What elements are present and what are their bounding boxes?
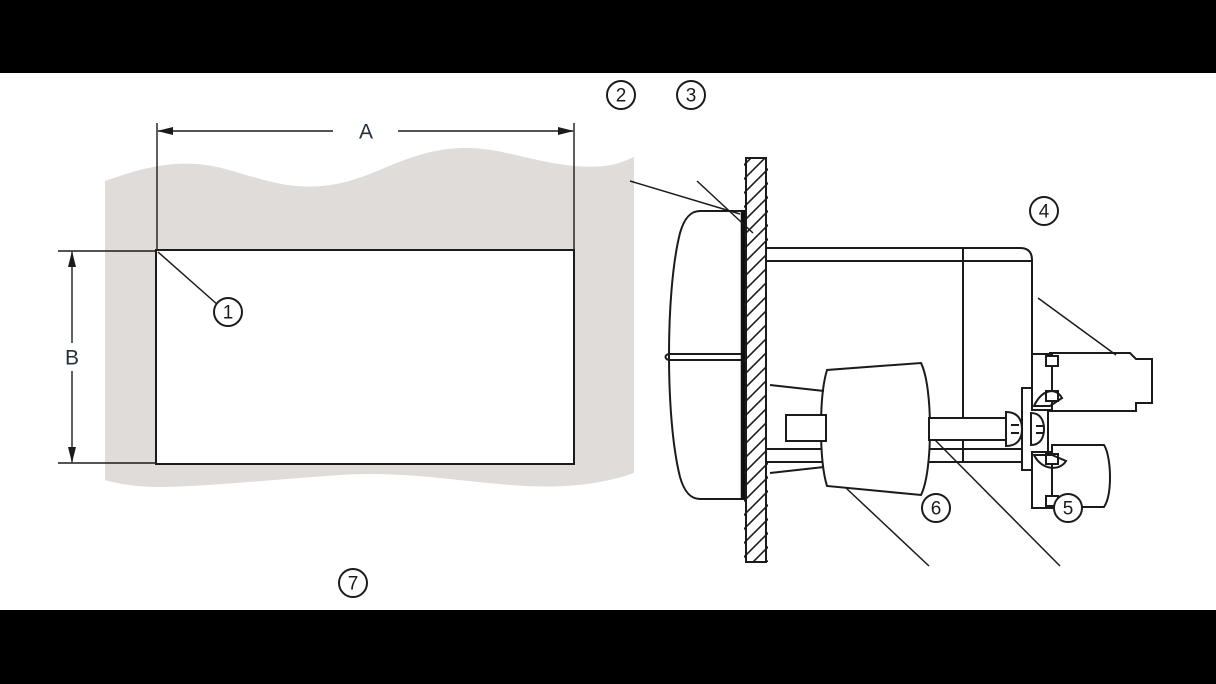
letterbox-top	[0, 0, 1216, 73]
side-section-view-group	[629, 157, 1153, 567]
callout-circle-1	[213, 297, 243, 327]
callout-circle-2	[606, 80, 636, 110]
callout-circle-7	[338, 568, 368, 598]
callout-balloon-5: 5	[1053, 493, 1083, 523]
callout-label-5: 5	[1063, 499, 1074, 520]
callout-balloon-7: 7	[338, 568, 368, 598]
arrowhead-b-bottom	[68, 447, 76, 463]
leader-line-5	[934, 439, 1061, 567]
leader-line-4	[1037, 297, 1117, 356]
rear-connector-upper	[1031, 352, 1153, 412]
callout-balloons: 1 2 3 4 5	[213, 80, 1083, 598]
connector-upper-body	[1049, 352, 1153, 412]
rotor-front-stub	[785, 414, 827, 442]
leader-line-6	[845, 487, 930, 567]
callout-label-6: 6	[931, 499, 942, 520]
callout-balloon-4: 4	[1029, 196, 1059, 226]
callout-circle-5	[1053, 493, 1083, 523]
rear-connector-lower	[1031, 444, 1112, 509]
leader-line-2	[629, 180, 741, 215]
connector-lower-latch	[1032, 454, 1068, 469]
dimension-label-b: B	[65, 347, 79, 370]
drawing-canvas: A B	[0, 73, 1216, 610]
internal-rotor-drum	[819, 361, 932, 497]
bezel-split-nib	[664, 353, 671, 361]
rotor-left-upper-edge	[769, 384, 825, 392]
callout-circle-3	[676, 80, 706, 110]
callout-balloon-3: 3	[676, 80, 706, 110]
dimension-b-group: B	[58, 250, 156, 464]
callout-balloon-2: 2	[606, 80, 636, 110]
arrowhead-a-left	[157, 127, 173, 135]
callout-label-2: 2	[616, 86, 627, 107]
callout-label-7: 7	[348, 574, 359, 595]
leader-line-1	[157, 251, 219, 306]
callout-circle-6	[921, 493, 951, 523]
callout-balloon-1: 1	[213, 297, 243, 327]
technical-drawing-svg: A B	[58, 80, 1153, 598]
connector-upper-key-top	[1045, 355, 1059, 367]
callout-label-4: 4	[1039, 202, 1050, 223]
callout-circle-4	[1029, 196, 1059, 226]
shaft-head	[1005, 410, 1024, 448]
letterbox-bottom	[0, 610, 1216, 684]
front-view-group: A B	[58, 121, 634, 487]
arrowhead-a-right	[558, 127, 574, 135]
dimension-a-group: A	[156, 121, 575, 250]
connector-upper-latch	[1032, 390, 1064, 407]
rear-bearing-bushing	[1030, 411, 1046, 447]
arrowhead-b-top	[68, 251, 76, 267]
panel-cutout-rectangle	[155, 249, 575, 465]
drive-shaft	[928, 417, 1015, 441]
callout-label-3: 3	[686, 86, 697, 107]
leader-line-3	[696, 180, 754, 234]
callout-balloon-6: 6	[921, 493, 951, 523]
callout-label-1: 1	[223, 303, 234, 324]
mounting-panel-section	[745, 157, 767, 563]
rotor-left-lower-edge	[769, 466, 825, 474]
dimension-label-a: A	[359, 121, 373, 144]
